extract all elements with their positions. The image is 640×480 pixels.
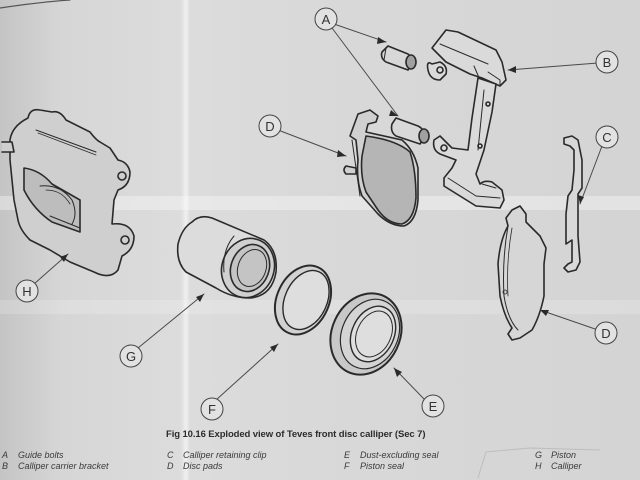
callout-a: A <box>314 7 338 31</box>
calliper-part-h <box>1 108 135 277</box>
figure-caption: Fig 10.16 Exploded view of Teves front d… <box>166 429 426 440</box>
carrier-bracket-part-b <box>426 29 507 209</box>
piston-part-g <box>176 215 278 299</box>
guide-bolt-lower <box>390 117 430 145</box>
svg-text:F: F <box>208 402 216 417</box>
svg-text:A: A <box>322 12 331 27</box>
svg-text:C: C <box>602 130 611 145</box>
svg-text:D: D <box>601 326 610 341</box>
bleed-through-mark <box>477 447 601 479</box>
callout-h: H <box>15 279 39 303</box>
callout-d-lower: D <box>594 321 618 345</box>
callout-labels: A B C D D E F G H <box>15 7 619 421</box>
disc-pad-lower <box>497 205 547 341</box>
callout-c: C <box>595 125 619 149</box>
svg-text:D: D <box>265 119 274 134</box>
retaining-clip-part-c <box>563 135 583 273</box>
svg-text:G: G <box>126 349 136 364</box>
callout-b: B <box>595 50 619 74</box>
svg-text:E: E <box>429 399 438 414</box>
callout-f: F <box>200 397 224 421</box>
page-edge <box>0 0 71 9</box>
svg-text:H: H <box>22 284 31 299</box>
callout-g: G <box>119 344 143 368</box>
svg-text:B: B <box>603 55 612 70</box>
dust-seal-part-e <box>329 292 403 376</box>
callout-d-upper: D <box>258 114 282 138</box>
arrowheads <box>60 37 584 377</box>
callout-e: E <box>421 394 445 418</box>
piston-seal-part-f <box>273 264 333 336</box>
guide-bolt-upper <box>380 45 417 71</box>
disc-pad-upper <box>343 109 419 227</box>
